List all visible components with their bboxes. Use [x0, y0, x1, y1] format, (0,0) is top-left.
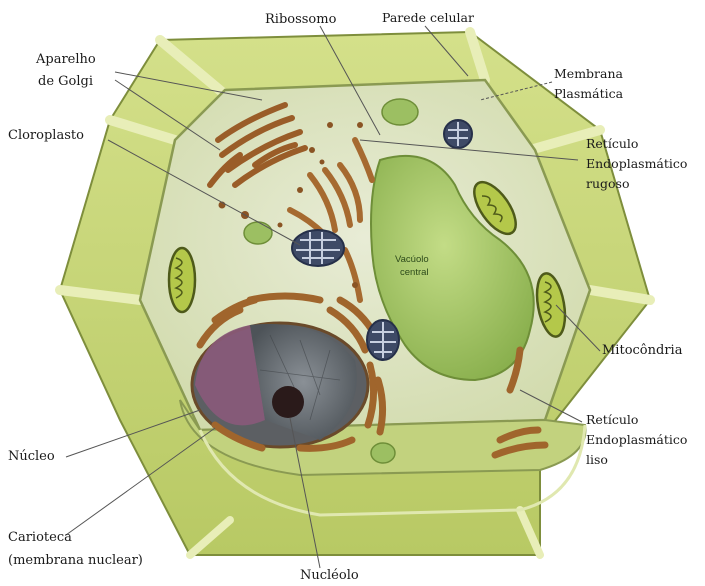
chloroplast	[367, 320, 399, 360]
chloroplast	[444, 120, 472, 148]
label-ribossomo: Ribossomo	[265, 12, 336, 28]
label-rer-line1: Retículo	[586, 136, 638, 152]
label-cloroplasto: Cloroplasto	[8, 128, 84, 144]
label-mitocondria: Mitocôndria	[602, 343, 682, 359]
vacuole-label-line1: Vacúolo	[395, 254, 429, 265]
nucleolus	[272, 386, 304, 418]
label-rer-line3: rugoso	[586, 176, 630, 192]
label-rel-line3: liso	[586, 452, 608, 468]
vacuole-label-line2: central	[400, 267, 429, 278]
label-aparelho-golgi-line1: Aparelho	[36, 52, 96, 68]
label-aparelho-golgi-line2: de Golgi	[38, 74, 93, 90]
label-rel-line1: Retículo	[586, 412, 638, 428]
label-nucleolo: Nucléolo	[300, 568, 359, 584]
mitochondrion	[169, 248, 195, 312]
label-carioteca-line2: (membrana nuclear)	[8, 553, 143, 569]
label-parede-celular: Parede celular	[382, 10, 474, 26]
label-membrana-line1: Membrana	[554, 66, 623, 82]
label-membrana-line2: Plasmática	[554, 86, 623, 102]
chloroplast	[292, 230, 344, 266]
label-rer-line2: Endoplasmático	[586, 156, 687, 172]
label-nucleo: Núcleo	[8, 449, 55, 465]
label-rel-line2: Endoplasmático	[586, 432, 687, 448]
label-carioteca-line1: Carioteca	[8, 530, 72, 546]
